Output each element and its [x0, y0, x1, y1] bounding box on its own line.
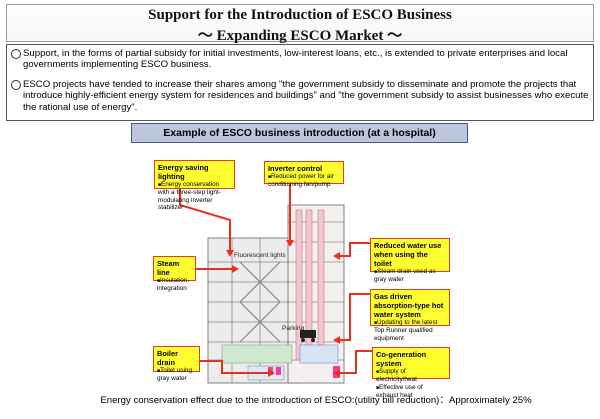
callout-item: Supply of electricity/heat	[376, 368, 446, 384]
fluorescent-label: Fluorescent lights	[234, 252, 286, 259]
footer-value: ：Approximately 25%	[439, 395, 532, 406]
example-heading: Example of ESCO business introduction (a…	[131, 123, 468, 143]
callout-title: Energy saving lighting	[158, 163, 209, 181]
title-box: Support for the Introduction of ESCO Bus…	[6, 4, 594, 44]
footer-summary: Energy conservation effect due to the in…	[0, 392, 600, 406]
callout-title: Boiler drain	[157, 349, 178, 367]
callout-absorption: Gas driven absorption-type hot water sys…	[370, 289, 450, 342]
bullet-text: Support, in the forms of partial subsidy…	[23, 48, 568, 71]
footer-label: Energy conservation effect due to the in…	[100, 395, 440, 406]
building-section	[207, 204, 345, 384]
callout-title: Gas driven absorption-type hot water sys…	[374, 292, 444, 319]
callout-item: Energy conservation with a three-step li…	[158, 181, 231, 212]
circle-bullet-icon	[11, 80, 21, 90]
red-arrows	[179, 184, 372, 374]
page-title: Support for the Introduction of ESCO Bus…	[148, 7, 452, 23]
callout-steam-line: Steam line Insulation, integration	[153, 256, 196, 292]
callout-item: Reduced power for air conditioning fan/p…	[268, 173, 340, 189]
parking-label: Parking	[282, 325, 305, 332]
callout-cogeneration: Co-generation system Supply of electrici…	[372, 347, 450, 399]
callout-item: Toilet using gray water	[157, 367, 196, 383]
callout-title: Co-generation system	[376, 350, 427, 368]
bullet-item: Support, in the forms of partial subsidy…	[11, 48, 591, 76]
bullet-text: ESCO projects have tended to increase th…	[23, 79, 589, 113]
page-subtitle: 〜 Expanding ESCO Market 〜	[197, 28, 403, 44]
callout-title: Reduced water use when using the toilet	[374, 241, 442, 268]
callout-energy-lighting: Energy saving lighting Energy conservati…	[154, 160, 235, 211]
callout-title: Inverter control	[268, 164, 323, 173]
callout-water-toilet: Reduced water use when using the toilet …	[370, 238, 450, 283]
arrow-heads	[226, 240, 340, 377]
callout-title: Steam line	[157, 259, 180, 277]
callout-item: Insulation, integration	[157, 277, 192, 293]
callout-boiler: Boiler drain Toilet using gray water	[153, 346, 200, 382]
circle-bullet-icon	[11, 49, 21, 59]
callout-item: Steam drain used as gray water	[374, 268, 446, 284]
callout-inverter: Inverter control Reduced power for air c…	[264, 161, 344, 188]
info-box: Support, in the forms of partial subsidy…	[6, 44, 594, 121]
callout-item: Effective use of exhaust heat	[376, 384, 446, 400]
bullet-item: ESCO projects have tended to increase th…	[11, 79, 591, 119]
callout-item: Updating to the latest Top Runner qualif…	[374, 319, 446, 342]
